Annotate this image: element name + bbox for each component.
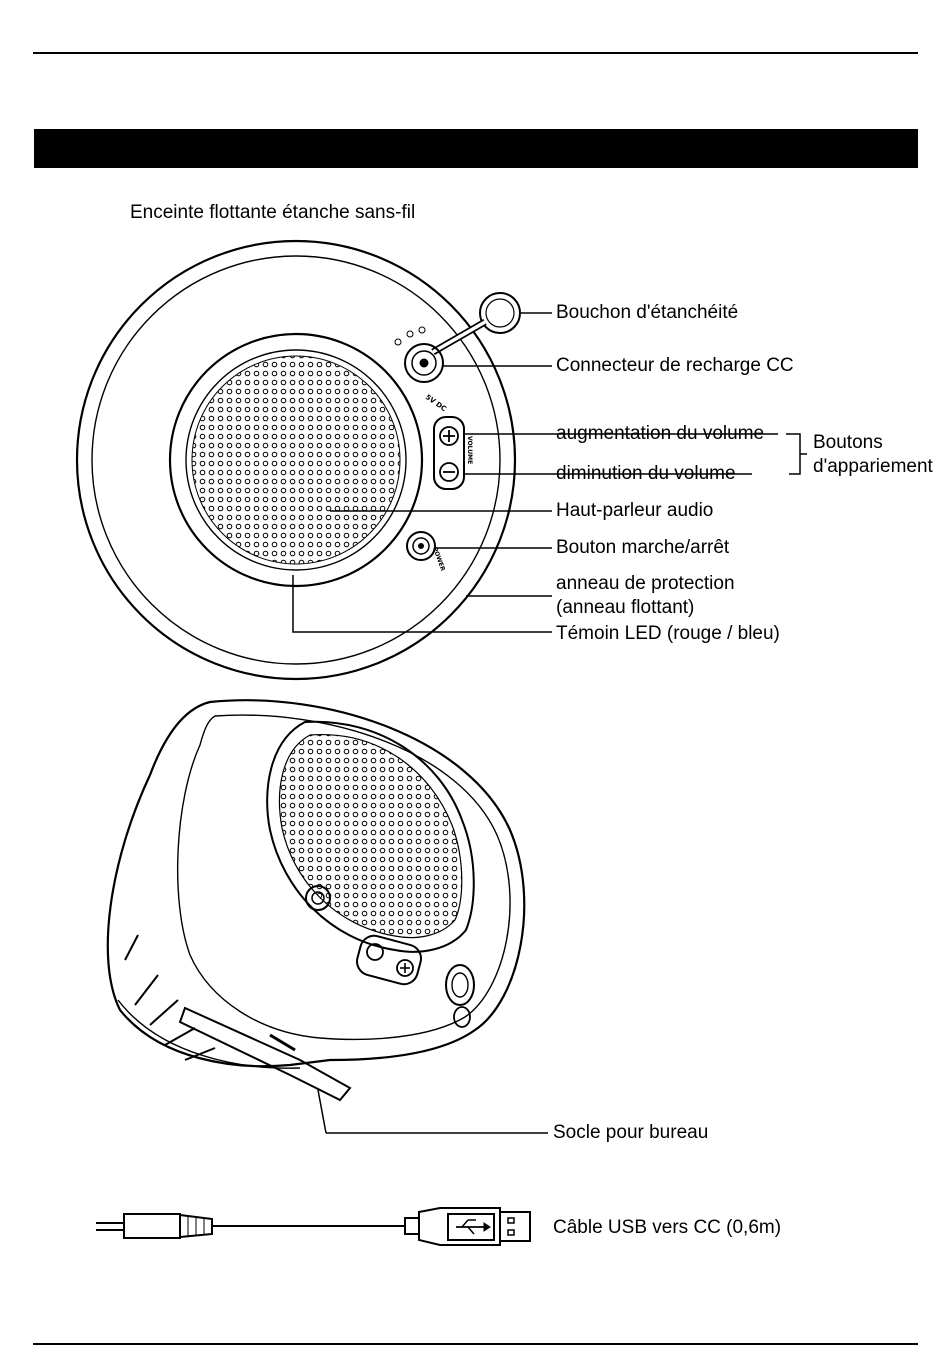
label-pairing-buttons-2: d'appariement [813, 456, 933, 477]
volume-up-icon [439, 426, 459, 446]
sealing-cap-icon [479, 292, 521, 334]
power-button-icon [406, 531, 436, 561]
label-ring-2: (anneau flottant) [556, 597, 695, 618]
desk-stand [178, 1006, 352, 1102]
speaker-top-view [75, 239, 521, 681]
dc-connector-icon [404, 343, 444, 383]
label-power-button: Bouton marche/arrêt [556, 537, 730, 558]
label-speaker: Haut-parleur audio [556, 500, 714, 521]
label-volume-down: diminution du volume [556, 463, 736, 484]
power-marking: POWER [431, 546, 446, 572]
label-volume-up: augmentation du volume [556, 423, 765, 444]
volume-button-group [433, 416, 465, 490]
top-rule [33, 52, 918, 54]
usb-cable-icon [96, 1207, 531, 1246]
label-desk-stand: Socle pour bureau [553, 1122, 709, 1143]
section-header-bar [34, 129, 918, 168]
label-dc-connector: Connecteur de recharge CC [556, 355, 794, 376]
label-sealing-cap: Bouchon d'étanchéité [556, 302, 739, 323]
label-pairing-buttons-1: Boutons [813, 432, 883, 453]
stand-leader-line [317, 1089, 327, 1134]
speaker-perspective-view [106, 699, 526, 1102]
volume-marking: VOLUME [466, 436, 473, 464]
volume-down-icon [439, 462, 459, 482]
bottom-rule [33, 1343, 918, 1345]
figure-title: Enceinte flottante étanche sans-fil [130, 202, 416, 223]
label-led: Témoin LED (rouge / bleu) [556, 623, 780, 644]
leader-lines [292, 312, 807, 633]
label-ring-1: anneau de protection [556, 573, 735, 594]
label-usb-cable: Câble USB vers CC (0,6m) [553, 1217, 782, 1238]
dc-marking: 5V DC [424, 393, 448, 413]
